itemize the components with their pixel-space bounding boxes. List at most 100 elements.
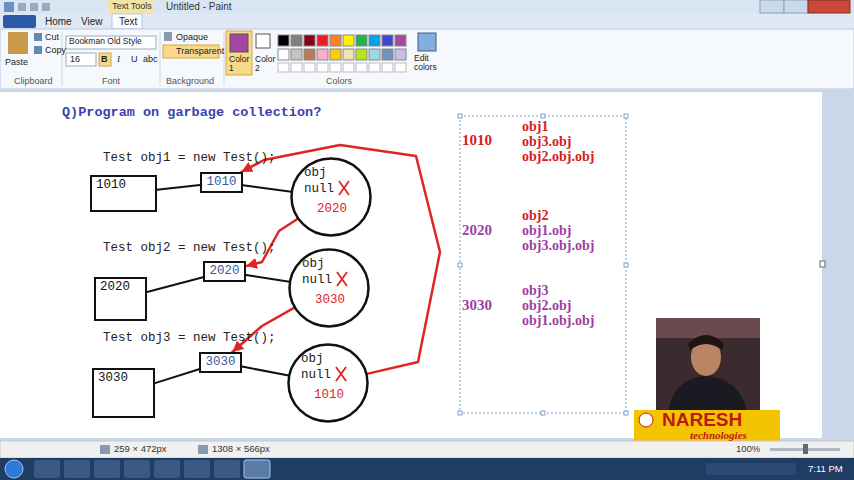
address-value: 3030 — [98, 371, 128, 385]
variable-box: 1010 — [90, 175, 157, 212]
reference-line — [242, 367, 289, 376]
zoom-thumb — [803, 444, 808, 454]
reference-line — [246, 275, 290, 282]
logo-background — [634, 410, 780, 442]
option-label: Opaque — [176, 32, 208, 42]
field-name: obj — [304, 166, 327, 180]
strike-mark — [336, 367, 346, 381]
bold-toggle — [99, 53, 111, 66]
color1-swatch — [230, 34, 248, 52]
button-label: Cut — [45, 32, 59, 42]
object-circle: objnull3030 — [288, 248, 370, 328]
code-statement: Test obj3 = new Test(); — [103, 331, 276, 345]
font-size: 16 — [70, 54, 80, 64]
title-bar — [0, 0, 854, 14]
strike-mark — [339, 181, 349, 195]
opaque-icon — [164, 32, 172, 41]
ribbon-tab: Home — [45, 16, 72, 28]
circle-outline — [290, 157, 372, 237]
taskbar-item-active — [244, 460, 270, 478]
context-tab-label: Text Tools — [112, 1, 152, 11]
reference-path: obj1.obj — [522, 223, 571, 239]
taskbar-item — [124, 460, 150, 478]
presenter-hair — [688, 335, 724, 350]
clock-text: 7:11 PM — [808, 464, 843, 475]
logo-subtitle: technologies — [690, 429, 747, 442]
group-label: Background — [166, 76, 214, 86]
close-button — [808, 0, 850, 13]
status-bar — [0, 441, 854, 458]
address-box: 1010 — [200, 172, 243, 193]
next-address: 3030 — [315, 293, 345, 307]
reference-value: 1010 — [202, 175, 241, 189]
taskbar-item — [184, 460, 210, 478]
canvas-size-icon — [198, 445, 208, 454]
status-text: 259 × 472px — [114, 444, 167, 455]
address-box: 2020 — [203, 261, 246, 282]
strike-mark — [337, 272, 347, 286]
group-separator — [224, 32, 225, 86]
ribbon-tab: View — [81, 16, 103, 28]
tab-row — [0, 14, 854, 29]
font-size-box — [66, 53, 96, 66]
canvas-surround — [0, 89, 854, 441]
button-label: Paste — [5, 57, 28, 67]
quick-access-icon — [30, 3, 38, 11]
field-name: obj — [301, 352, 324, 366]
selection-size-icon — [100, 445, 110, 454]
font-name-box — [66, 36, 156, 49]
file-button — [3, 15, 36, 28]
code-statement: Test obj1 = new Test(); — [103, 151, 276, 165]
logo-emblem — [639, 413, 653, 427]
color-slot-label: Color 2 — [255, 55, 279, 73]
font-name: Bookman Old Style — [69, 37, 142, 47]
quick-access-icon — [18, 3, 26, 11]
video-backdrop — [656, 318, 760, 338]
format-button: I — [117, 54, 120, 64]
reference-line — [155, 369, 199, 383]
context-tab-header — [108, 0, 154, 14]
presenter-body — [668, 376, 748, 414]
cut-icon — [34, 33, 42, 41]
canvas — [0, 92, 822, 438]
reference-path: obj2 — [522, 208, 548, 224]
ribbon-tab: Text — [119, 16, 137, 28]
start-button — [5, 460, 23, 478]
color2-swatch — [256, 34, 270, 48]
resize-handle — [820, 261, 825, 267]
tray-icons — [706, 463, 796, 475]
address-value: 1010 — [96, 178, 126, 192]
taskbar-item — [154, 460, 180, 478]
maximize-button — [784, 0, 808, 13]
group-label: Clipboard — [14, 76, 53, 86]
copy-icon — [34, 46, 42, 54]
group-separator — [62, 32, 63, 86]
address-label: 3030 — [462, 297, 492, 314]
reference-path: obj2.obj.obj — [522, 149, 594, 165]
object-circle: objnull2020 — [290, 157, 372, 237]
code-statement: Test obj2 = new Test(); — [103, 241, 276, 255]
presenter-video — [656, 318, 760, 414]
reference-path: obj3.obj.obj — [522, 238, 594, 254]
app-icon — [4, 2, 14, 12]
edit-colors-icon — [418, 33, 436, 51]
group-separator — [160, 32, 161, 86]
ribbon — [0, 29, 854, 89]
circle-outline — [287, 343, 369, 423]
taskbar-item — [64, 460, 90, 478]
group-label: Colors — [326, 76, 352, 86]
variable-box: 3030 — [92, 368, 155, 418]
address-label: 1010 — [462, 132, 492, 149]
color1-highlight — [226, 31, 252, 75]
window-title: Untitled - Paint — [166, 1, 232, 13]
reference-value: 3030 — [201, 355, 240, 369]
next-address: 1010 — [314, 388, 344, 402]
format-button: B — [101, 54, 108, 64]
taskbar-item — [34, 460, 60, 478]
reference-line — [147, 277, 203, 292]
next-address: 2020 — [317, 202, 347, 216]
color-palette — [278, 35, 406, 72]
field-name: obj — [302, 257, 325, 271]
